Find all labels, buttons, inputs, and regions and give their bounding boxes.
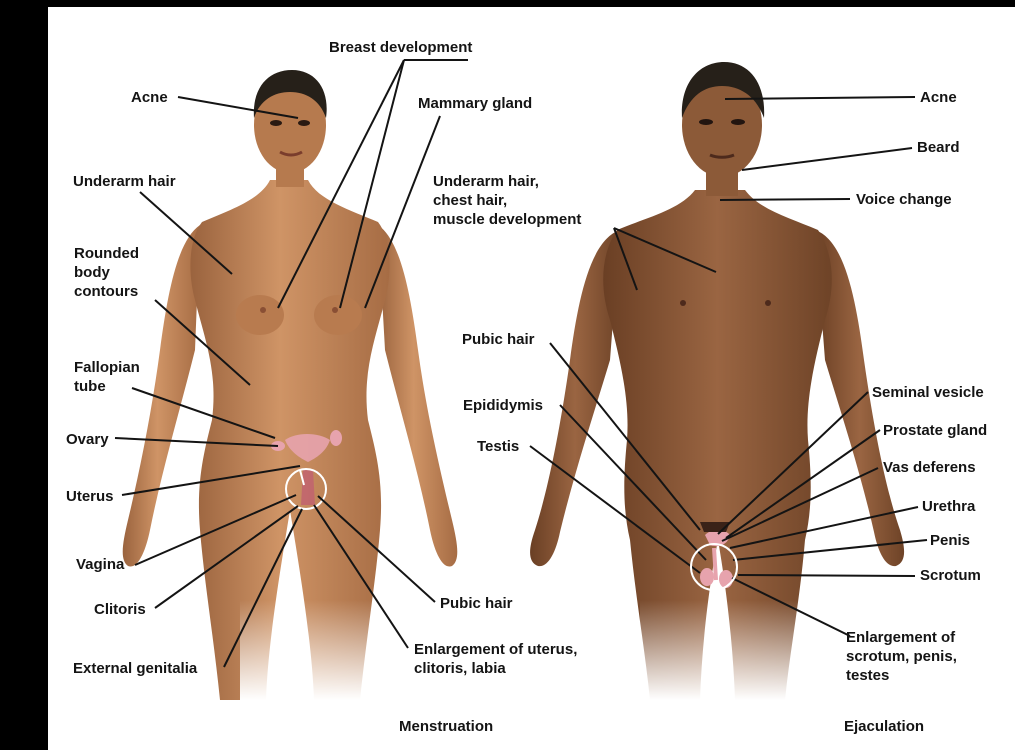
label-mammary-gland: Mammary gland bbox=[418, 94, 532, 113]
label-male-pubic-hair: Pubic hair bbox=[462, 330, 535, 349]
label-female-pubic-hair: Pubic hair bbox=[440, 594, 513, 613]
label-vagina: Vagina bbox=[76, 555, 124, 574]
label-rounded-body-contours: Rounded body contours bbox=[74, 244, 139, 301]
label-prostate-gland: Prostate gland bbox=[883, 421, 987, 440]
male-testis-left bbox=[700, 568, 714, 586]
label-penis: Penis bbox=[930, 531, 970, 550]
label-fallopian-tube: Fallopian tube bbox=[74, 358, 140, 396]
label-voice-change: Voice change bbox=[856, 190, 952, 209]
label-ovary: Ovary bbox=[66, 430, 109, 449]
label-external-genitalia: External genitalia bbox=[73, 659, 197, 678]
label-female-underarm-hair: Underarm hair bbox=[73, 172, 176, 191]
label-vas-deferens: Vas deferens bbox=[883, 458, 976, 477]
label-male-enlargement: Enlargement of scrotum, penis, testes bbox=[846, 628, 957, 685]
label-uterus: Uterus bbox=[66, 487, 114, 506]
label-male-acne: Acne bbox=[920, 88, 957, 107]
female-right-breast bbox=[314, 295, 362, 335]
label-urethra: Urethra bbox=[922, 497, 975, 516]
label-female-enlargement: Enlargement of uterus, clitoris, labia bbox=[414, 640, 577, 678]
female-figure bbox=[123, 70, 458, 700]
label-beard: Beard bbox=[917, 138, 960, 157]
female-ovary-right bbox=[330, 430, 342, 446]
label-underarm-chest-muscle: Underarm hair, chest hair, muscle develo… bbox=[433, 172, 581, 229]
caption-menstruation: Menstruation bbox=[399, 718, 493, 735]
label-testis: Testis bbox=[477, 437, 519, 456]
label-epididymis: Epididymis bbox=[463, 396, 543, 415]
male-figure bbox=[530, 62, 904, 700]
label-seminal-vesicle: Seminal vesicle bbox=[872, 383, 984, 402]
female-right-arm bbox=[378, 225, 457, 567]
male-testis-right bbox=[719, 570, 733, 588]
label-breast-development: Breast development bbox=[329, 38, 472, 57]
female-left-breast bbox=[236, 295, 284, 335]
caption-ejaculation: Ejaculation bbox=[844, 718, 924, 735]
label-female-acne: Acne bbox=[131, 88, 168, 107]
label-clitoris: Clitoris bbox=[94, 600, 146, 619]
label-scrotum: Scrotum bbox=[920, 566, 981, 585]
